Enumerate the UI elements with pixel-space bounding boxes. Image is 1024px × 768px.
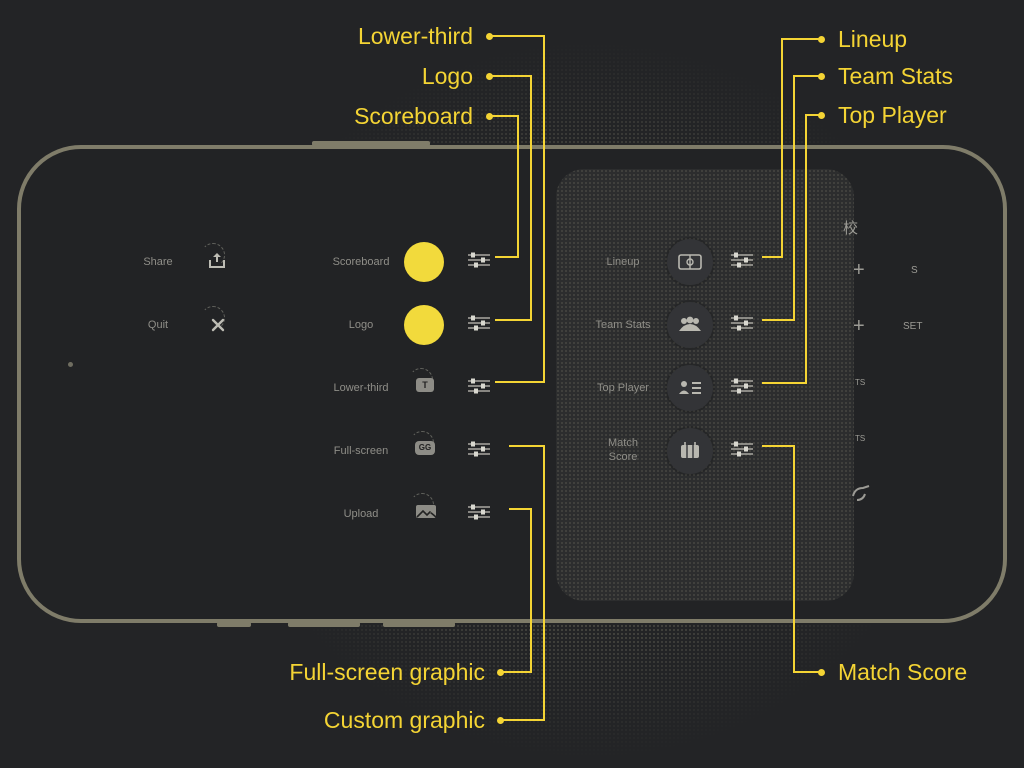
team-stats-settings-icon[interactable] xyxy=(729,314,755,332)
logo-label: Logo xyxy=(348,319,374,331)
team-stats-label: Team Stats xyxy=(595,319,651,331)
match-score-button[interactable] xyxy=(667,428,713,474)
full-screen-label: Full-screen xyxy=(333,445,389,457)
phone-bottom-button-3 xyxy=(383,622,455,627)
callout-scoreboard: Scoreboard xyxy=(354,103,473,129)
side-ts-label: TS xyxy=(855,434,866,443)
callout-dot xyxy=(486,73,493,80)
camera-dot xyxy=(68,362,73,367)
share-button[interactable] xyxy=(201,243,229,273)
callout-dot xyxy=(818,112,825,119)
callout-dot xyxy=(497,669,504,676)
callout-team-stats: Team Stats xyxy=(838,63,954,89)
share-label: Share xyxy=(143,256,173,268)
scoreboard-toggle[interactable] xyxy=(404,242,444,282)
callout-top-player: Top Player xyxy=(838,102,947,128)
top-player-settings-icon[interactable] xyxy=(729,377,755,395)
team-icon xyxy=(679,316,701,331)
top-player-label: Top Player xyxy=(597,382,649,394)
lower-third-label: Lower-third xyxy=(333,382,389,394)
phone-top-button xyxy=(312,141,430,146)
scoreboard-icon xyxy=(681,442,699,458)
phone-bottom-button-1 xyxy=(217,622,251,627)
upload-button[interactable] xyxy=(410,493,438,521)
side-set-label: SET xyxy=(903,321,923,332)
logo-settings-icon[interactable] xyxy=(466,314,492,332)
side-s-label: S xyxy=(911,265,918,276)
callout-lineup: Lineup xyxy=(838,26,908,52)
lineup-button[interactable] xyxy=(667,239,713,285)
top-player-button[interactable] xyxy=(667,365,713,411)
court-icon xyxy=(678,254,702,270)
player-card-icon xyxy=(679,381,701,394)
callout-fullscreen-graphic: Full-screen graphic xyxy=(289,659,485,685)
scoreboard-label: Scoreboard xyxy=(332,256,390,268)
side-kanji: 校 xyxy=(843,220,859,237)
full-screen-button[interactable]: GG xyxy=(410,431,438,457)
lower-third-button[interactable]: T xyxy=(409,368,437,394)
full-screen-settings-icon[interactable] xyxy=(466,440,492,458)
graphic-glyph-icon: GG xyxy=(415,441,435,455)
callout-dot xyxy=(818,73,825,80)
upload-label: Upload xyxy=(343,508,379,520)
upload-settings-icon[interactable] xyxy=(466,503,492,521)
callout-logo: Logo xyxy=(421,63,473,89)
side-ts-label: TS xyxy=(855,378,866,387)
callout-custom-graphic: Custom graphic xyxy=(323,707,485,733)
logo-toggle[interactable] xyxy=(404,305,444,345)
lineup-settings-icon[interactable] xyxy=(729,251,755,269)
callout-lower-third: Lower-third xyxy=(357,23,473,49)
lineup-label: Lineup xyxy=(606,256,640,268)
callout-match-score: Match Score xyxy=(838,659,968,685)
callout-dot xyxy=(486,113,493,120)
team-stats-button[interactable] xyxy=(667,302,713,348)
quit-label: Quit xyxy=(147,319,169,331)
plus-icon[interactable]: + xyxy=(853,315,865,337)
match-score-label: Match Score xyxy=(608,437,638,463)
text-glyph-icon: T xyxy=(416,378,434,392)
lower-third-settings-icon[interactable] xyxy=(466,377,492,395)
callout-dot xyxy=(497,717,504,724)
plus-icon[interactable]: + xyxy=(853,259,865,281)
match-score-settings-icon[interactable] xyxy=(729,440,755,458)
tap-hint-arc xyxy=(201,306,225,330)
phone-frame: Share Quit Scoreboard Logo Lower-third T… xyxy=(17,145,1007,623)
scoreboard-settings-icon[interactable] xyxy=(466,251,492,269)
tap-hint-arc xyxy=(201,243,225,267)
quit-button[interactable] xyxy=(201,306,229,336)
whistle-icon[interactable] xyxy=(849,482,873,504)
callout-dot xyxy=(818,36,825,43)
phone-bottom-button-2 xyxy=(288,622,360,627)
tap-hint-arc xyxy=(410,493,434,517)
callout-dot xyxy=(818,669,825,676)
callout-dot xyxy=(486,33,493,40)
